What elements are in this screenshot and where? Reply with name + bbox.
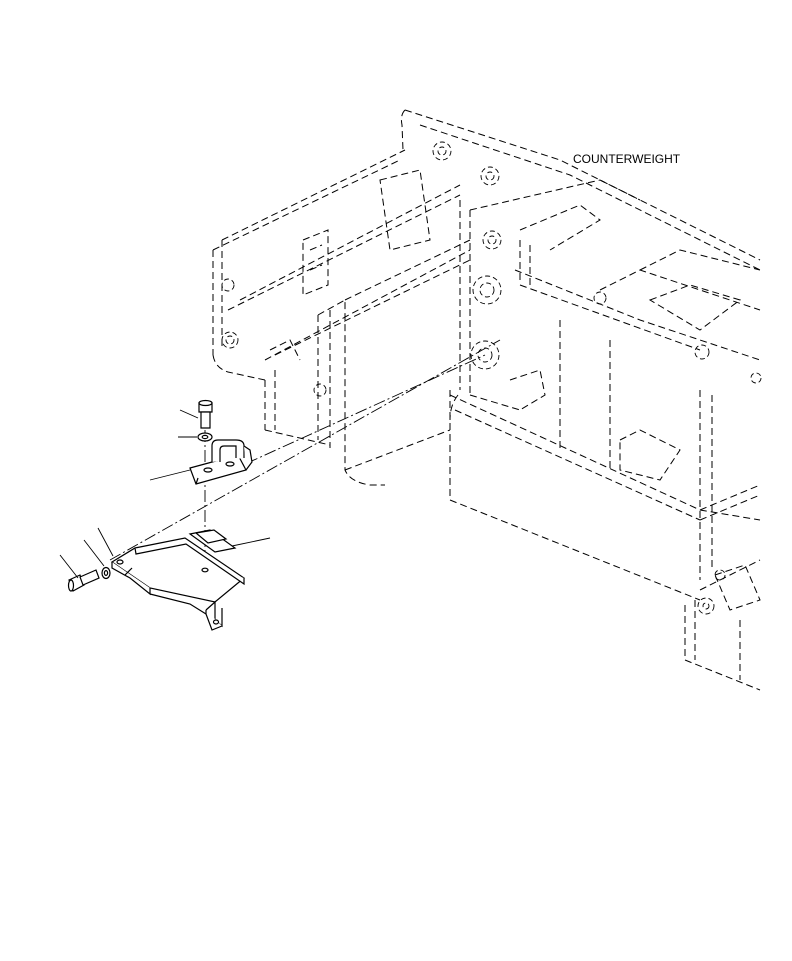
clamp-bracket-part [189,439,253,485]
plate-pad-part [188,529,237,553]
counterweight-label: COUNTERWEIGHT [573,152,681,166]
leader-lines [59,409,271,579]
bolt-lower-part [67,569,100,592]
bolt-upper-part [198,399,213,429]
washer-upper-part [197,432,213,442]
counterweight-frame [212,109,762,691]
washer-lower-part [101,566,111,580]
assembly-centerlines [109,339,501,565]
mounting-plate-part [110,537,245,631]
